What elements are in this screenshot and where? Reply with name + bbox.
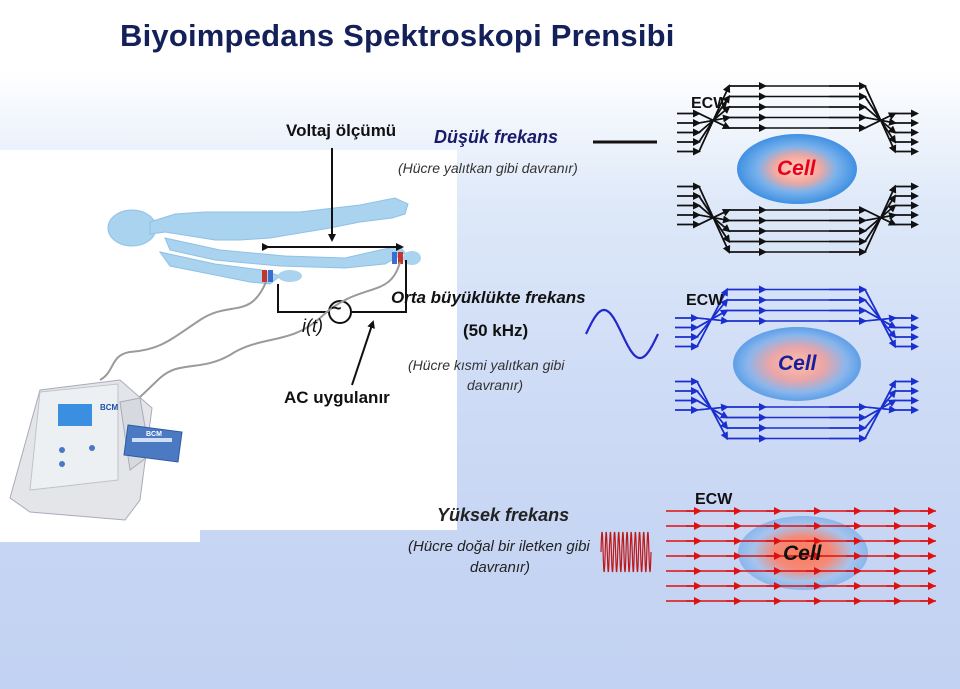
flow-lines-mid — [675, 285, 919, 443]
page-title: Biyoimpedans Spektroskopi Prensibi — [120, 18, 675, 53]
mid-freq-subtitle-1: (Hücre kısmi yalıtkan gibi — [408, 357, 565, 373]
ecw-label-low: ECW — [691, 95, 729, 112]
device-cables — [99, 261, 401, 406]
card-brand: BCM — [146, 431, 162, 438]
current-label: i(t) — [302, 316, 323, 336]
electrodes — [262, 251, 421, 282]
photo-footer — [0, 520, 200, 542]
high-freq-subtitle-1: (Hücre doğal bir iletken gibi — [408, 538, 590, 555]
high-freq-title: Yüksek frekans — [437, 505, 570, 525]
flow-lines-high — [666, 507, 936, 605]
sine-signal — [585, 308, 659, 360]
ac-label: AC uygulanır — [284, 388, 390, 407]
high-freq-subtitle-2: davranır) — [470, 559, 531, 576]
flow-lines-low — [677, 82, 919, 256]
body-silhouette — [107, 197, 409, 285]
ac-source-symbol: ~ — [331, 298, 342, 318]
cell-label-high: Cell — [783, 542, 822, 565]
mid-freq-subtitle-2: davranır) — [467, 377, 524, 393]
ecw-label-mid: ECW — [686, 292, 724, 309]
voltage-label: Voltaj ölçümü — [286, 121, 397, 140]
high-freq-signal — [600, 531, 652, 573]
low-freq-subtitle: (Hücre yalıtkan gibi davranır) — [398, 160, 578, 176]
ecw-label-high: ECW — [695, 491, 733, 508]
circuit — [262, 148, 407, 386]
cell-label-low: Cell — [777, 157, 816, 180]
mid-freq-title: Orta büyüklükte frekans — [391, 288, 586, 307]
low-freq-title: Düşük frekans — [434, 127, 559, 147]
bcm-device — [9, 379, 183, 521]
cell-label-mid: Cell — [778, 352, 817, 375]
cell-mid — [733, 327, 861, 401]
device-brand: BCM — [100, 403, 119, 412]
mid-freq-value: (50 kHz) — [463, 321, 529, 340]
cell-low — [737, 134, 857, 204]
